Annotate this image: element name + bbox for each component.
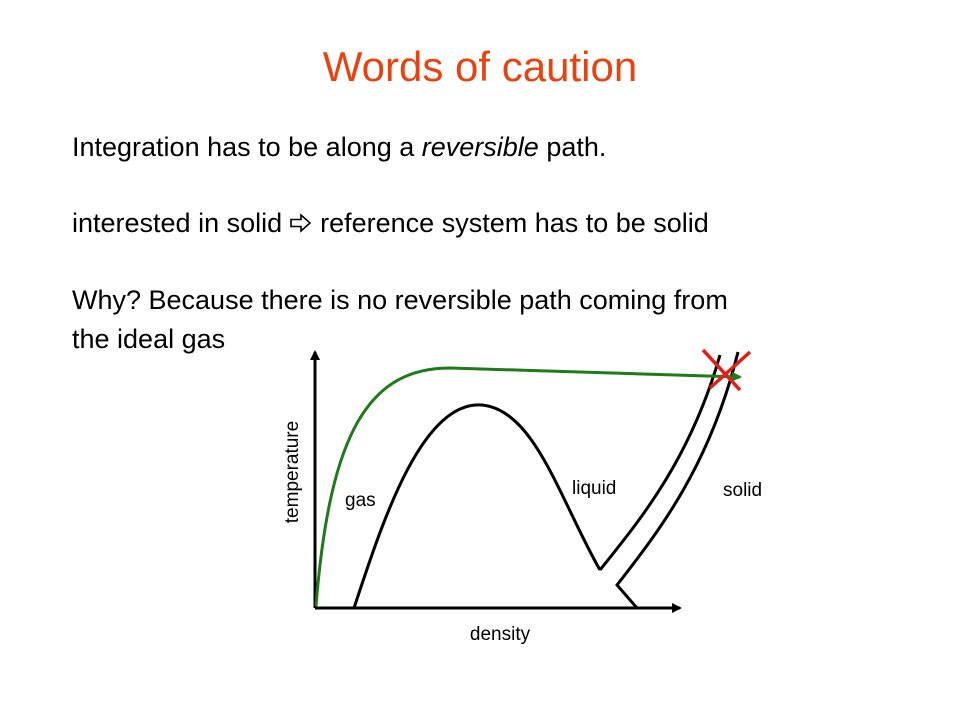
- ideal-gas-path: [314, 366, 742, 607]
- statement-reference-solid: interested in solid reference system has …: [72, 206, 709, 240]
- liquid-boundary-curve: [598, 354, 722, 571]
- blocked-path-cross-icon: [701, 348, 752, 392]
- solid-region-label: solid: [723, 480, 762, 501]
- x-axis-label: density: [470, 624, 531, 645]
- slide-title: Words of caution: [322, 43, 638, 90]
- statement-why: Why? Because there is no reversible path…: [72, 285, 728, 315]
- statement-text-start: Integration has to be along a: [72, 132, 422, 162]
- statement-reversible-path: Integration has to be along a reversible…: [72, 130, 606, 164]
- statement-premise: interested in solid: [72, 208, 283, 238]
- statement-text-end: path.: [538, 132, 607, 162]
- statement-conclusion: reference system has to be solid: [320, 208, 709, 238]
- outline-right-arrow-icon: [290, 213, 312, 233]
- statement-emphasis: reversible: [421, 132, 539, 162]
- statement-why-continued: the ideal gas: [72, 324, 226, 354]
- liquid-region-label: liquid: [572, 478, 616, 499]
- gas-liquid-coexistence-curve: [352, 403, 602, 609]
- gas-region-label: gas: [345, 490, 376, 511]
- solid-boundary-curve: [615, 351, 740, 609]
- y-axis-label: temperature: [282, 421, 303, 523]
